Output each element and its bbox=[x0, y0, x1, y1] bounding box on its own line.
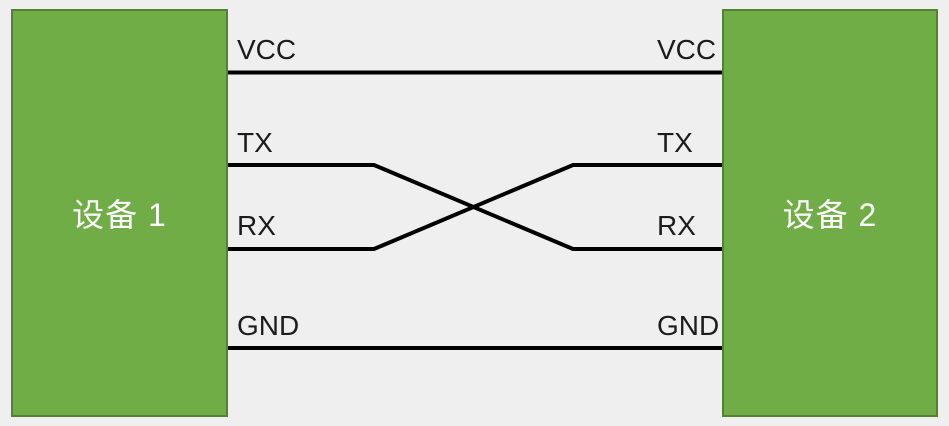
pin-label-right-vcc: VCC bbox=[657, 34, 717, 65]
pin-label-left-tx: TX bbox=[237, 127, 273, 158]
pin-label-left-rx: RX bbox=[237, 210, 276, 241]
device-1-label: 设备 1 bbox=[72, 197, 167, 233]
pin-label-right-tx: TX bbox=[657, 127, 693, 158]
pin-label-right-gnd: GND bbox=[657, 310, 720, 341]
rx1-to-tx2-crossover-wire bbox=[228, 163, 722, 251]
pin-label-right-rx: RX bbox=[657, 210, 696, 241]
device-1-box: 设备 1 bbox=[11, 9, 228, 417]
pin-label-left-gnd: GND bbox=[237, 310, 300, 341]
tx1-to-rx2-crossover-wire bbox=[228, 163, 722, 251]
pin-label-left-vcc: VCC bbox=[237, 34, 297, 65]
device-2-label: 设备 2 bbox=[782, 197, 878, 233]
device-2-box: 设备 2 bbox=[722, 9, 938, 417]
